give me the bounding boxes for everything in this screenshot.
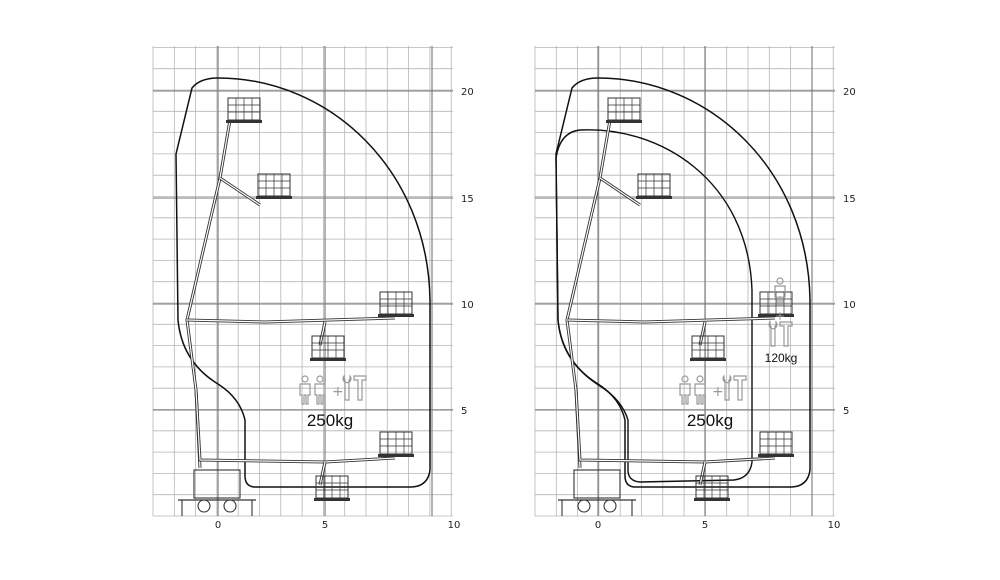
operator-icon: [694, 375, 706, 405]
machine-chassis: [178, 469, 256, 516]
operator-icon: [679, 375, 691, 405]
x-tick-label: 5: [322, 520, 328, 531]
reduced-load-label: 120kg: [765, 351, 798, 365]
boom-arm-highlight: [566, 317, 776, 323]
y-tick-label: 5: [461, 406, 467, 417]
working-envelope: [555, 77, 811, 488]
x-tick-label: 10: [828, 520, 841, 531]
diagram-right: 0 5 10 5 10 15 20 +250kg +120kg: [534, 46, 856, 531]
x-tick-label: 10: [448, 520, 461, 531]
boom-arm-highlight: [699, 321, 706, 346]
boom-arm-highlight: [699, 461, 706, 486]
boom-arm-highlight: [599, 177, 641, 206]
y-tick-label: 10: [461, 300, 474, 311]
basket-icon: [225, 97, 263, 124]
y-tick-label: 15: [461, 194, 474, 205]
basket-icon: [605, 97, 643, 124]
boom-arm-highlight: [186, 119, 231, 469]
machine-chassis: [558, 469, 636, 516]
y-tick-label: 10: [843, 300, 856, 311]
diagram-left: 0 5 10 5 10 15 20 +250kg: [152, 46, 474, 531]
basket-icon: [309, 335, 347, 362]
reduced-envelope: [555, 129, 753, 483]
plus-sign: +: [332, 384, 344, 400]
basket-icon: [757, 431, 795, 458]
plus-sign: +: [775, 309, 785, 323]
basket-icon: [255, 173, 293, 200]
y-tick-label: 15: [843, 194, 856, 205]
boom-arm: [574, 389, 776, 464]
boom-arm-highlight: [575, 389, 776, 463]
y-tick-label: 20: [843, 87, 856, 98]
boom-arm: [194, 389, 396, 464]
boom-arm-highlight: [566, 119, 611, 469]
x-tick-label: 5: [702, 520, 708, 531]
x-tick-label: 0: [215, 520, 221, 531]
load-label: 250kg: [307, 411, 353, 430]
tools-icon: [768, 321, 793, 347]
y-tick-label: 20: [461, 87, 474, 98]
operator-icon: [299, 375, 311, 405]
boom-arm-highlight: [319, 461, 326, 486]
boom-arm-highlight: [319, 321, 326, 346]
boom-arm-highlight: [219, 177, 261, 206]
load-label: 250kg: [687, 411, 733, 430]
boom-arm-highlight: [195, 389, 396, 463]
boom-arm-highlight: [186, 317, 396, 323]
basket-icon: [689, 335, 727, 362]
y-tick-label: 5: [843, 406, 849, 417]
working-envelope: [175, 77, 431, 488]
plus-sign: +: [712, 384, 724, 400]
x-tick-label: 0: [595, 520, 601, 531]
